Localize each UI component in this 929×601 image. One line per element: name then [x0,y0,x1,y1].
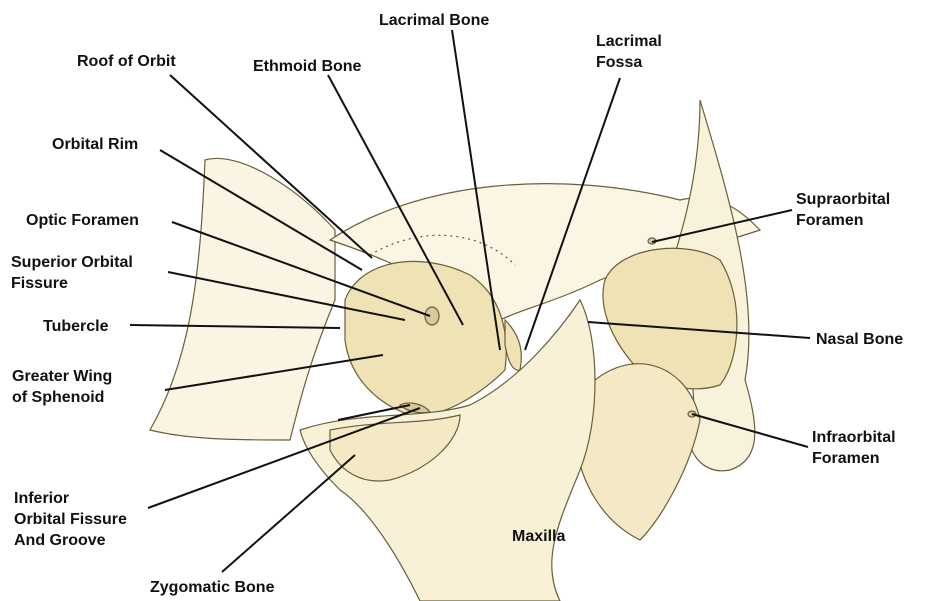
label-line: Superior Orbital [11,252,133,273]
label-lacrimal-fossa: Lacrimal Fossa [596,31,662,73]
label-line: Greater Wing [12,366,112,387]
label-supraorbital-foramen: Supraorbital Foramen [796,189,890,231]
label-orbital-rim: Orbital Rim [52,134,138,155]
label-line: of Sphenoid [12,387,112,408]
label-line: Optic Foramen [26,210,139,231]
label-line: Roof of Orbit [77,51,176,72]
label-lacrimal-bone: Lacrimal Bone [379,10,489,31]
label-greater-wing: Greater Wing of Sphenoid [12,366,112,408]
label-tubercle: Tubercle [43,316,109,337]
label-line: Tubercle [43,316,109,337]
label-maxilla: Maxilla [512,526,565,547]
label-infraorbital-foramen: Infraorbital Foramen [812,427,896,469]
label-superior-orbital-fissure: Superior Orbital Fissure [11,252,133,294]
label-line: Orbital Rim [52,134,138,155]
label-line: Nasal Bone [816,329,903,350]
label-line: Inferior [14,488,127,509]
label-roof-of-orbit: Roof of Orbit [77,51,176,72]
label-inferior-orbital-fissure: Inferior Orbital Fissure And Groove [14,488,127,551]
label-line: Fossa [596,52,662,73]
label-line: Lacrimal Bone [379,10,489,31]
label-optic-foramen: Optic Foramen [26,210,139,231]
label-line: Lacrimal [596,31,662,52]
skull-drawing [150,100,760,601]
label-line: Zygomatic Bone [150,577,274,598]
label-line: Fissure [11,273,133,294]
label-line: Ethmoid Bone [253,56,361,77]
label-line: Maxilla [512,526,565,547]
label-line: Foramen [812,448,896,469]
label-line: Infraorbital [812,427,896,448]
label-line: And Groove [14,530,127,551]
left-orbit [345,261,506,415]
label-line: Orbital Fissure [14,509,127,530]
label-nasal-bone: Nasal Bone [816,329,903,350]
label-line: Foramen [796,210,890,231]
label-ethmoid-bone: Ethmoid Bone [253,56,361,77]
lacrimal-notch [505,320,521,370]
label-zygomatic-bone: Zygomatic Bone [150,577,274,598]
label-line: Supraorbital [796,189,890,210]
